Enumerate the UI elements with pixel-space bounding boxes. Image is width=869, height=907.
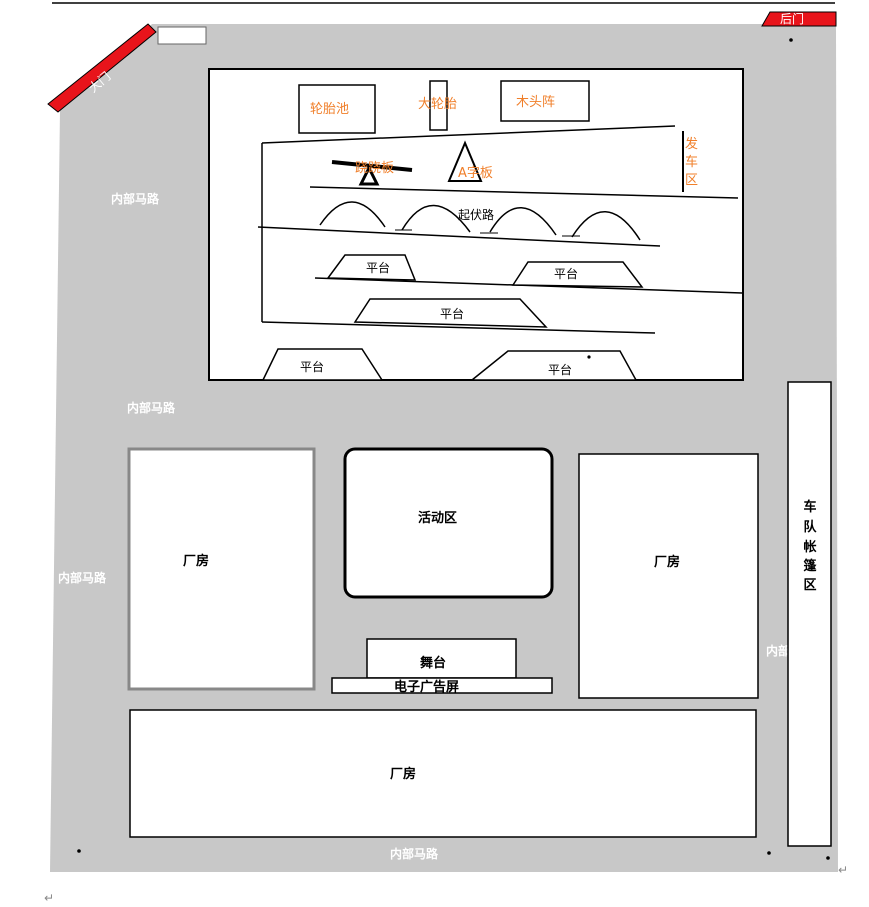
tent-area-label-4: 篷 xyxy=(802,558,817,574)
factory-left-label: 厂房 xyxy=(183,553,209,569)
platform-label: 平台 xyxy=(366,260,390,275)
platform-label: 平台 xyxy=(554,266,578,281)
track-line xyxy=(257,226,661,247)
bumpy-road-label: 起伏路 xyxy=(458,207,494,222)
marker-dot xyxy=(587,355,591,359)
stage-label: 舞台 xyxy=(419,655,446,671)
tire-pool-label: 轮胎池 xyxy=(310,102,349,117)
track-line xyxy=(261,125,676,144)
marker-dot xyxy=(77,849,81,853)
track-line xyxy=(261,321,656,334)
activity-area-label: 活动区 xyxy=(418,510,457,526)
return-mark: ↵ xyxy=(44,891,54,905)
tent-area-label-5: 区 xyxy=(803,578,816,593)
seesaw-label: 跷跷板 xyxy=(355,160,394,176)
bump xyxy=(571,211,641,241)
road-label-left-mid: 内部马路 xyxy=(58,570,107,585)
marker-dot xyxy=(767,851,771,855)
guard-box xyxy=(157,26,207,45)
marker-dot xyxy=(826,856,830,860)
factory-right-label: 厂房 xyxy=(654,554,680,570)
factory-right xyxy=(578,453,759,699)
tent-area-label-1: 车 xyxy=(803,499,816,515)
a-board xyxy=(447,140,483,182)
road-label-left-top: 内部马路 xyxy=(111,191,160,206)
marker-dot xyxy=(789,38,793,42)
road-label-right: 内部 xyxy=(766,643,790,658)
stage xyxy=(366,638,517,679)
tent-area-label-2: 队 xyxy=(803,520,817,535)
track-line xyxy=(309,186,739,199)
log-array-label: 木头阵 xyxy=(516,95,555,110)
obstacle-course xyxy=(208,68,744,381)
factory-bottom xyxy=(129,709,757,838)
big-tire-label: 大轮胎 xyxy=(418,97,457,112)
platform-label: 平台 xyxy=(440,306,464,321)
bump xyxy=(319,201,386,228)
platform xyxy=(511,261,644,288)
tent-area xyxy=(787,381,832,847)
rear-gate-label: 后门 xyxy=(780,11,804,26)
return-mark: ↵ xyxy=(838,863,848,877)
rear-gate xyxy=(761,11,837,27)
road-label-bottom: 内部马路 xyxy=(390,846,439,861)
activity-area xyxy=(343,447,554,599)
tire-pool xyxy=(298,84,376,134)
big-tire xyxy=(429,80,448,131)
platform-label: 平台 xyxy=(548,362,572,377)
ad-screen-label: 电子广告屏 xyxy=(394,679,459,695)
bump xyxy=(489,207,557,236)
seesaw-pivot xyxy=(358,164,380,186)
bump xyxy=(401,204,471,233)
log-array xyxy=(500,80,590,122)
tent-area-label-3: 帐 xyxy=(803,539,816,555)
factory-left xyxy=(127,447,316,691)
a-board-label: A字板 xyxy=(458,166,493,181)
start-zone-label-3: 区 xyxy=(685,173,698,188)
platform-label: 平台 xyxy=(300,359,324,374)
platform xyxy=(469,350,638,381)
start-zone-label-1: 发 xyxy=(685,136,698,152)
seesaw-plank xyxy=(331,160,413,172)
road-label-middle: 内部马路 xyxy=(127,400,176,415)
start-zone-label-2: 车 xyxy=(685,154,698,170)
factory-bottom-label: 厂房 xyxy=(390,766,416,782)
platform xyxy=(261,348,384,381)
ad-screen xyxy=(331,677,553,694)
platform xyxy=(353,298,548,328)
main-gate xyxy=(47,23,157,113)
platform xyxy=(326,254,417,281)
